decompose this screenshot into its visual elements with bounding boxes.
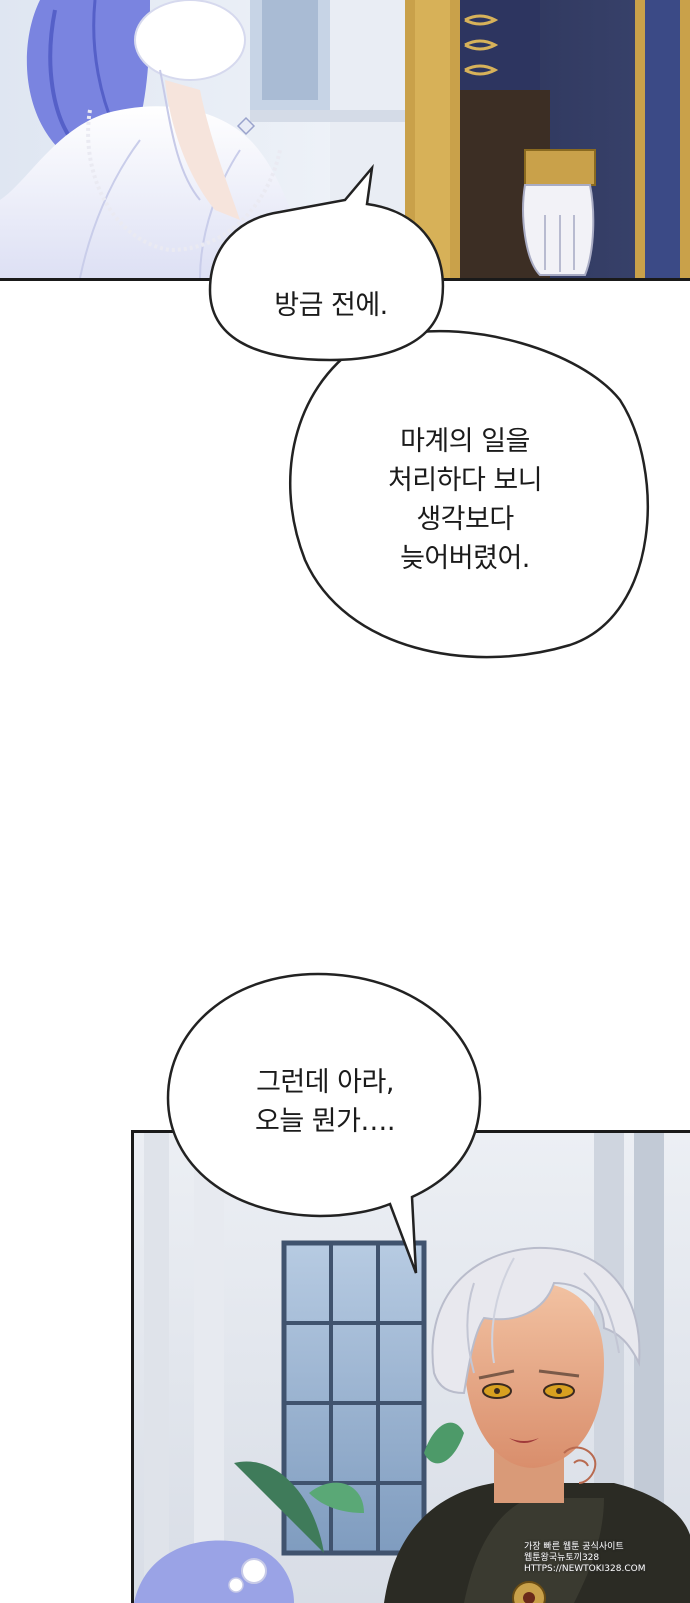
bubble-2-line: 처리하다 보니 (387, 465, 543, 496)
top-panel-illustration (0, 0, 690, 278)
watermark-line: 웹툰왕국뉴토끼328 (524, 1553, 600, 1563)
bottom-comic-panel (131, 1130, 690, 1603)
watermark-line: 가장 빠른 웹툰 공식사이트 (524, 1542, 624, 1552)
speech-bubble-2-text: 마계의 일을 처리하다 보니 생각보다 늦어버렸어. (340, 422, 590, 578)
speech-bubble-3-text: 그런데 아라, 오늘 뭔가…. (200, 1063, 450, 1141)
bubble-3-line: 그런데 아라, (256, 1067, 394, 1098)
bubble-2-line: 마계의 일을 (400, 426, 530, 457)
speech-bubble-1-text: 방금 전에. (226, 286, 436, 325)
watermark-line: HTTPS://NEWTOKI328.COM (524, 1564, 646, 1574)
bubble-3-line: 오늘 뭔가…. (254, 1106, 396, 1137)
bubble-1-line: 방금 전에. (274, 290, 388, 321)
bubble-2-line: 생각보다 (416, 504, 514, 535)
bubble-2-line: 늦어버렸어. (400, 543, 530, 574)
site-watermark: 가장 빠른 웹툰 공식사이트 웹툰왕국뉴토끼328 HTTPS://NEWTOK… (524, 1542, 674, 1575)
bottom-panel-illustration (134, 1133, 690, 1603)
top-comic-panel (0, 0, 690, 281)
